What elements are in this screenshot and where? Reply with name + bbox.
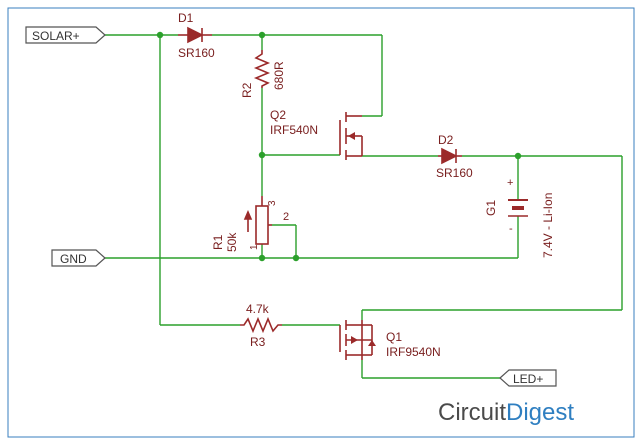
q2-ref-label: Q2 <box>270 108 286 122</box>
r3-resistor-symbol <box>240 316 282 334</box>
r1-potentiometer-symbol <box>243 196 272 245</box>
junction-dot <box>258 31 266 39</box>
port-led-label: LED+ <box>513 372 543 386</box>
q1-value-label: IRF9540N <box>386 345 441 359</box>
r2-resistor-symbol <box>253 50 271 88</box>
q1-mosfet-symbol <box>339 320 376 360</box>
d2-value-label: SR160 <box>436 166 473 180</box>
junction-dot <box>292 254 300 262</box>
port-led: LED+ <box>499 369 557 387</box>
circuitdigest-logo: CircuitDigest <box>438 399 574 426</box>
junction-dot <box>258 254 266 262</box>
wires <box>105 34 623 379</box>
port-flag-shape <box>499 369 557 387</box>
d1-ref-label: D1 <box>178 11 194 25</box>
page-border <box>7 7 635 438</box>
g1-plus-label: + <box>507 177 513 189</box>
junctions <box>156 31 522 262</box>
d1-diode-symbol <box>178 26 212 44</box>
r1-value-label: 50k <box>225 232 239 252</box>
g1-minus-label: - <box>509 223 513 235</box>
r3-value-label: 4.7k <box>246 302 270 316</box>
d1-value-label: SR160 <box>178 46 215 60</box>
logo-text: CircuitDigest <box>438 399 574 426</box>
g1-value-label: 7.4V - Li-Ion <box>541 193 555 258</box>
logo-part-digest: Digest <box>506 399 574 426</box>
g1-battery-symbol <box>508 199 528 217</box>
r1-pin3-label: 3 <box>267 200 278 206</box>
port-solar-label: SOLAR+ <box>32 29 80 43</box>
junction-dot <box>156 31 164 39</box>
q1-ref-label: Q1 <box>386 330 402 344</box>
r2-ref-label: R2 <box>240 82 254 98</box>
r1-pin1-label: 1 <box>249 244 260 250</box>
port-flag-shape <box>25 26 106 44</box>
r3-ref-label: R3 <box>250 335 266 349</box>
port-solar: SOLAR+ <box>25 26 106 44</box>
r2-value-label: 680R <box>272 61 286 90</box>
d2-ref-label: D2 <box>438 133 454 147</box>
d2-diode-symbol <box>438 147 462 165</box>
logo-part-circuit: Circuit <box>438 399 506 426</box>
junction-dot <box>258 151 266 159</box>
port-gnd-label: GND <box>60 252 87 266</box>
q2-mosfet-symbol <box>339 112 363 160</box>
g1-ref-label: G1 <box>484 200 498 216</box>
r1-ref-label: R1 <box>211 234 225 250</box>
components <box>178 26 528 360</box>
r1-pin2-label: 2 <box>283 211 289 223</box>
port-gnd: GND <box>51 249 106 267</box>
port-flag-shape <box>51 249 106 267</box>
q2-value-label: IRF540N <box>270 123 318 137</box>
junction-dot <box>514 152 522 160</box>
